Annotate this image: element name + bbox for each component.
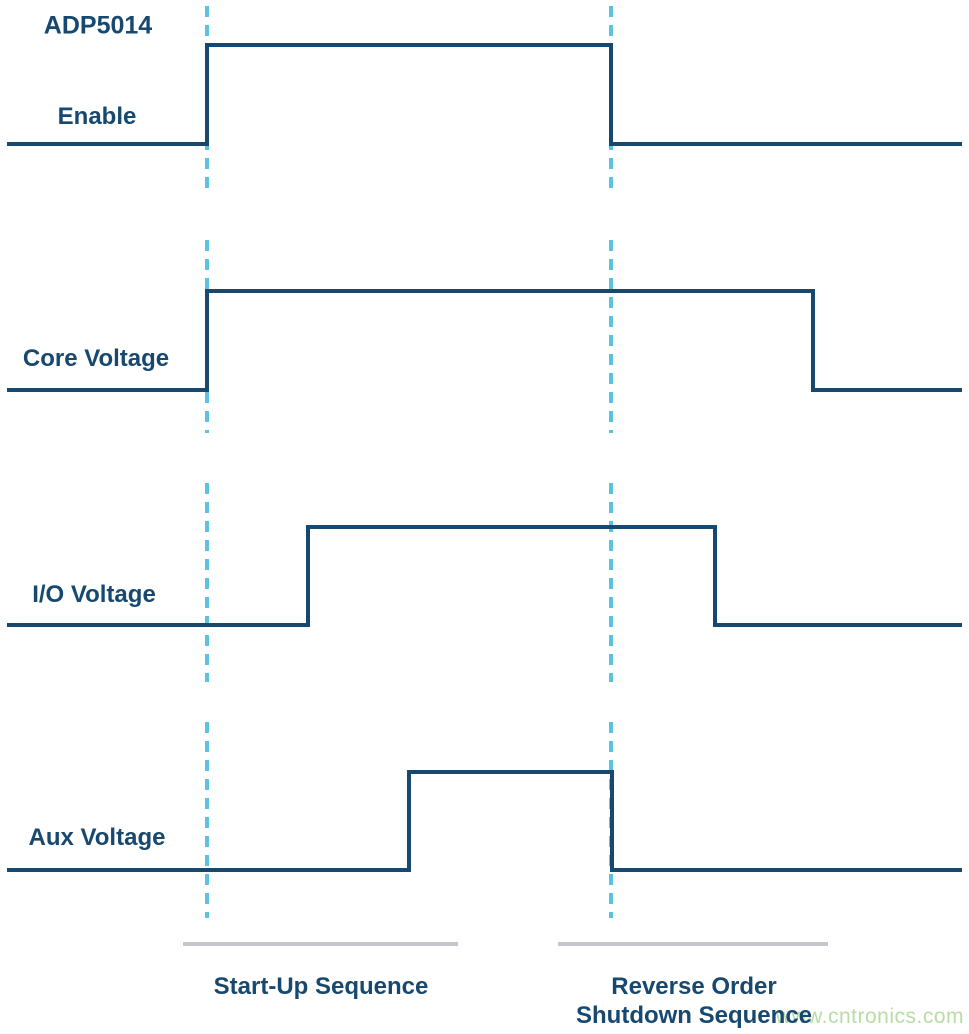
waveform-aux-voltage [7,770,962,872]
signal-label-aux-voltage: Aux Voltage [28,824,166,851]
startup-sequence-label: Start-Up Sequence [213,973,429,1000]
watermark: www.cntronics.com [775,1005,964,1028]
shutdown-sequence-annotation: Reverse Order Shutdown Sequence [576,972,812,1030]
waveform-i-o-voltage [7,525,962,627]
shutdown-sequence-label-line2: Shutdown Sequence [575,1002,813,1029]
startup-sequence-annotation: Start-Up Sequence [214,972,429,1001]
shutdown-sequence-label-line1: Reverse Order [611,973,777,1000]
signal-label-enable: Enable [57,103,137,130]
waveform-core-voltage [7,289,962,392]
waveform-enable [7,43,962,146]
signal-label-core-voltage: Core Voltage [22,345,170,372]
signal-label-io-voltage: I/O Voltage [32,581,156,608]
diagram-title: ADP5014 [43,11,153,40]
